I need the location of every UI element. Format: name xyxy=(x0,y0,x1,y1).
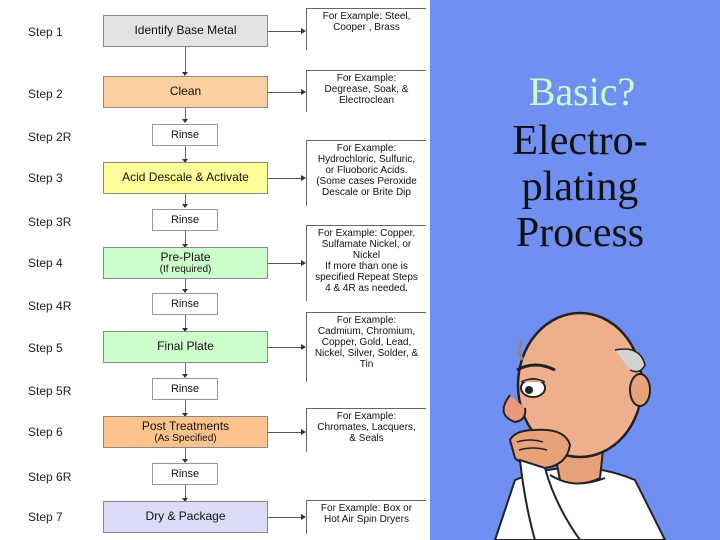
connector xyxy=(185,47,186,73)
example-line: Hot Air Spin Dryers xyxy=(309,514,424,525)
thinking-man-cartoon xyxy=(455,290,720,540)
step-box-dry-package: Dry & Package xyxy=(103,501,268,533)
example-line: For Example: xyxy=(309,411,424,422)
step-box-label: Post Treatments xyxy=(142,420,229,433)
example-line: For Example: xyxy=(309,315,424,326)
step-box-acid-descale: Acid Descale & Activate xyxy=(103,162,268,194)
title-line: plating xyxy=(500,164,660,210)
example-line: specified Repeat Steps xyxy=(309,272,424,283)
step-box-label: Clean xyxy=(170,85,201,98)
arrow-down-icon xyxy=(182,204,188,208)
connector xyxy=(268,92,301,93)
rinse-box: Rinse xyxy=(152,209,218,231)
rinse-label: Rinse xyxy=(171,468,199,480)
example-line: & Seals xyxy=(309,433,424,444)
step-box-sublabel: (If required) xyxy=(160,264,212,275)
example-box-dry: For Example: Box or Hot Air Spin Dryers xyxy=(306,500,426,534)
connector xyxy=(185,400,186,414)
connector xyxy=(185,315,186,329)
rinse-label: Rinse xyxy=(171,129,199,141)
example-box-post-treatments: For Example: Chromates, Lacquers, & Seal… xyxy=(306,408,426,452)
example-line: Hydrochloric, Sulfuric, xyxy=(309,154,424,165)
connector xyxy=(268,31,301,32)
step-label-3: Step 3 xyxy=(28,171,63,185)
example-line: Chromates, Lacquers, xyxy=(309,422,424,433)
step-box-final-plate: Final Plate xyxy=(103,331,268,363)
step-box-label: Acid Descale & Activate xyxy=(122,171,249,184)
step-box-label: Dry & Package xyxy=(145,510,225,523)
step-label-4r: Step 4R xyxy=(28,299,71,313)
title-line: Process xyxy=(500,210,660,256)
step-label-4: Step 4 xyxy=(28,256,63,270)
example-line: Electroclean xyxy=(309,95,424,106)
example-line: For Example: Copper, xyxy=(309,228,424,239)
example-box-base-metal: For Example: Steel, Cooper , Brass xyxy=(306,8,426,50)
example-line: (Some cases Peroxide xyxy=(309,176,424,187)
title-question: Basic? xyxy=(512,68,652,115)
connector xyxy=(268,178,301,179)
example-line: Nickel xyxy=(309,250,424,261)
step-label-2r: Step 2R xyxy=(28,130,71,144)
example-line: Tin xyxy=(309,359,424,370)
rinse-box: Rinse xyxy=(152,124,218,146)
example-line: For Example: Box or xyxy=(309,503,424,514)
step-box-label: Identify Base Metal xyxy=(134,24,236,37)
step-label-3r: Step 3R xyxy=(28,215,71,229)
title-line: Electro- xyxy=(500,118,660,164)
step-label-5: Step 5 xyxy=(28,341,63,355)
step-box-clean: Clean xyxy=(103,76,268,108)
example-box-final-plate: For Example: Cadmium, Chromium, Copper, … xyxy=(306,312,426,382)
example-line: or Fluoboric Acids. xyxy=(309,165,424,176)
step-box-sublabel: (As Specified) xyxy=(154,433,216,444)
example-line: Degrease, Soak, & xyxy=(309,84,424,95)
step-label-7: Step 7 xyxy=(28,510,63,524)
rinse-label: Rinse xyxy=(171,298,199,310)
step-label-6: Step 6 xyxy=(28,425,63,439)
example-line: 4 & 4R as needed. xyxy=(309,283,424,294)
connector xyxy=(185,485,186,499)
example-line: For Example: Steel, xyxy=(309,11,424,22)
example-line: For Example: xyxy=(309,73,424,84)
step-label-2: Step 2 xyxy=(28,87,63,101)
example-line: Copper, Gold, Lead, xyxy=(309,337,424,348)
rinse-box: Rinse xyxy=(152,463,218,485)
rinse-box: Rinse xyxy=(152,293,218,315)
connector xyxy=(268,347,301,348)
example-line: Descale or Brite Dip xyxy=(309,187,424,198)
example-line: Cooper , Brass xyxy=(309,22,424,33)
example-line: For Example: xyxy=(309,143,424,154)
step-label-1: Step 1 xyxy=(28,25,63,39)
rinse-label: Rinse xyxy=(171,214,199,226)
example-line: If more than one is xyxy=(309,261,424,272)
example-line: Cadmium, Chromium, xyxy=(309,326,424,337)
connector xyxy=(268,263,301,264)
step-box-label: Pre-Plate xyxy=(160,251,210,264)
flowchart-panel: Step 1 Step 2 Step 2R Step 3 Step 3R Ste… xyxy=(0,0,430,540)
connector xyxy=(268,517,301,518)
connector xyxy=(185,231,186,245)
step-box-label: Final Plate xyxy=(157,340,214,353)
title-main: Electro- plating Process xyxy=(500,118,660,257)
example-box-acid: For Example: Hydrochloric, Sulfuric, or … xyxy=(306,140,426,206)
example-line: Sulfamate Nickel, or xyxy=(309,239,424,250)
example-box-clean: For Example: Degrease, Soak, & Electrocl… xyxy=(306,70,426,112)
step-box-pre-plate: Pre-Plate (If required) xyxy=(103,247,268,279)
example-box-pre-plate: For Example: Copper, Sulfamate Nickel, o… xyxy=(306,225,426,301)
rinse-label: Rinse xyxy=(171,383,199,395)
connector xyxy=(268,432,301,433)
step-box-identify-base-metal: Identify Base Metal xyxy=(103,15,268,47)
step-box-post-treatments: Post Treatments (As Specified) xyxy=(103,416,268,448)
step-label-6r: Step 6R xyxy=(28,470,71,484)
arrow-down-icon xyxy=(182,119,188,123)
example-line: Nickel, Silver, Solder, & xyxy=(309,348,424,359)
step-label-5r: Step 5R xyxy=(28,384,71,398)
rinse-box: Rinse xyxy=(152,378,218,400)
connector xyxy=(185,146,186,160)
